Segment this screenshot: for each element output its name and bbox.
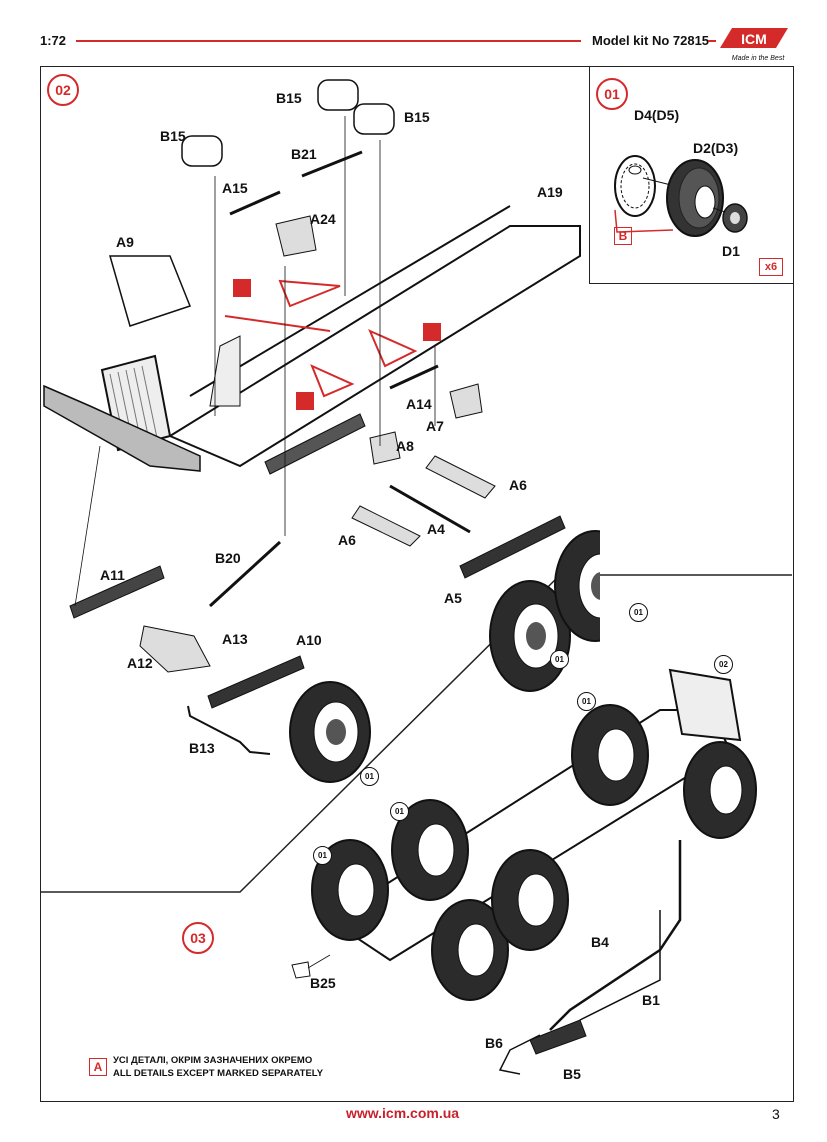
part-label-a6-right: A6 [509,477,527,493]
paint-marker-3 [296,392,314,410]
part-label-a5: A5 [444,590,462,606]
arm-a6-upper [425,455,496,499]
part-label-a13: A13 [222,631,248,647]
cylinder-b15-c [353,103,395,135]
assembled-wheels [311,704,757,1001]
shaft-b21 [301,150,363,178]
housing-a12 [139,625,211,673]
rear-wheel-group [489,530,600,692]
ref-01-rear-left: 01 [550,650,569,669]
step-01-badge: 01 [596,78,628,110]
part-label-a8: A8 [396,438,414,454]
red-part-2 [368,329,418,368]
shaft-a14 [389,364,439,390]
rod-b13 [187,705,271,755]
logo-tagline: Made in the Best [732,55,786,62]
spring-a5 [459,515,566,579]
part-label-a19: A19 [537,184,563,200]
bracket-a9 [109,255,191,327]
part-label-a15: A15 [222,180,248,196]
paint-marker-2 [423,323,441,341]
part-label-d2: D2(D3) [693,140,739,156]
pipe-b6 [498,1034,541,1075]
part-label-b25: B25 [310,975,336,991]
cab-mount-a9 [209,335,241,407]
muffler-b5 [529,1019,587,1055]
part-label-b4: B4 [591,934,609,950]
part-label-b20: B20 [215,550,241,566]
step3-assembly-drawing [291,668,757,1075]
header-rule-right [708,40,716,42]
part-label-d4: D4(D5) [634,107,680,123]
red-part-3 [310,364,355,398]
part-label-b15-top: B15 [276,90,302,106]
ref-01-step3-left: 01 [313,846,332,865]
page-number: 3 [772,1106,780,1122]
shaft-a15 [229,190,281,216]
cylinder-b15-a [181,135,223,167]
part-label-a4: A4 [427,521,445,537]
step-divider-line [40,574,792,893]
footer-url[interactable]: www.icm.com.ua [346,1105,460,1121]
assembled-radiator [668,668,742,742]
part-label-a11: A11 [100,567,125,583]
arm-a6-lower [351,505,421,547]
bracket-b25 [291,961,311,979]
pipe-b4 [579,910,661,1021]
shaft-b20 [208,540,282,608]
chassis-frame-a19 [167,225,581,468]
red-part-1 [278,279,341,308]
housing-a24 [275,215,317,257]
ref-01-front: 01 [360,767,379,786]
part-label-a24: A24 [310,211,336,227]
spring-upper [264,413,366,475]
part-label-a14: A14 [406,396,432,412]
material-b-box: B [614,227,632,245]
part-label-b13: B13 [189,740,215,756]
part-label-a12: A12 [127,655,153,671]
note-en: ALL DETAILS EXCEPT MARKED SEPARATELY [113,1068,324,1079]
ref-01-step3-top: 01 [577,692,596,711]
step2-chassis-drawing [43,79,600,783]
ref-01-step3-mid: 01 [390,802,409,821]
ref-01-rear-right: 01 [629,603,648,622]
axle-rod [389,484,471,534]
part-label-b15-right: B15 [404,109,430,125]
part-a7 [449,383,483,419]
kit-number: Model kit No 72815 [592,33,710,48]
part-label-a6-left: A6 [338,532,356,548]
part-label-b5: B5 [563,1066,581,1082]
header-rule-left [76,40,581,42]
paint-marker-1 [233,279,251,297]
part-label-b6: B6 [485,1035,503,1051]
spring-a11 [69,565,165,619]
step-03-badge: 03 [182,922,214,954]
scale-label: 1:72 [40,33,67,48]
part-label-a10: A10 [296,632,322,648]
quantity-badge: x6 [759,258,783,276]
material-a-box: A [89,1058,107,1076]
ref-02-step3: 02 [714,655,733,674]
step-02-badge: 02 [47,74,79,106]
front-wheel-group [289,681,371,783]
part-label-b21: B21 [291,146,317,162]
part-a8 [369,431,401,465]
cylinder-b15-b [317,79,359,111]
step1-wheel-drawing [614,155,748,237]
note-ua: УСІ ДЕТАЛІ, ОКРІМ ЗАЗНАЧЕНИХ ОКРЕМО [113,1055,313,1066]
part-label-a7: A7 [426,418,444,434]
part-label-b15-left: B15 [160,128,186,144]
part-label-b1: B1 [642,992,660,1008]
spring-a10 [207,655,305,709]
logo-text: ICM [741,31,767,47]
part-label-d1: D1 [722,243,740,259]
icm-logo: ICM Made in the Best [718,24,794,64]
part-label-a9: A9 [116,234,134,250]
front-bumper [43,384,201,472]
